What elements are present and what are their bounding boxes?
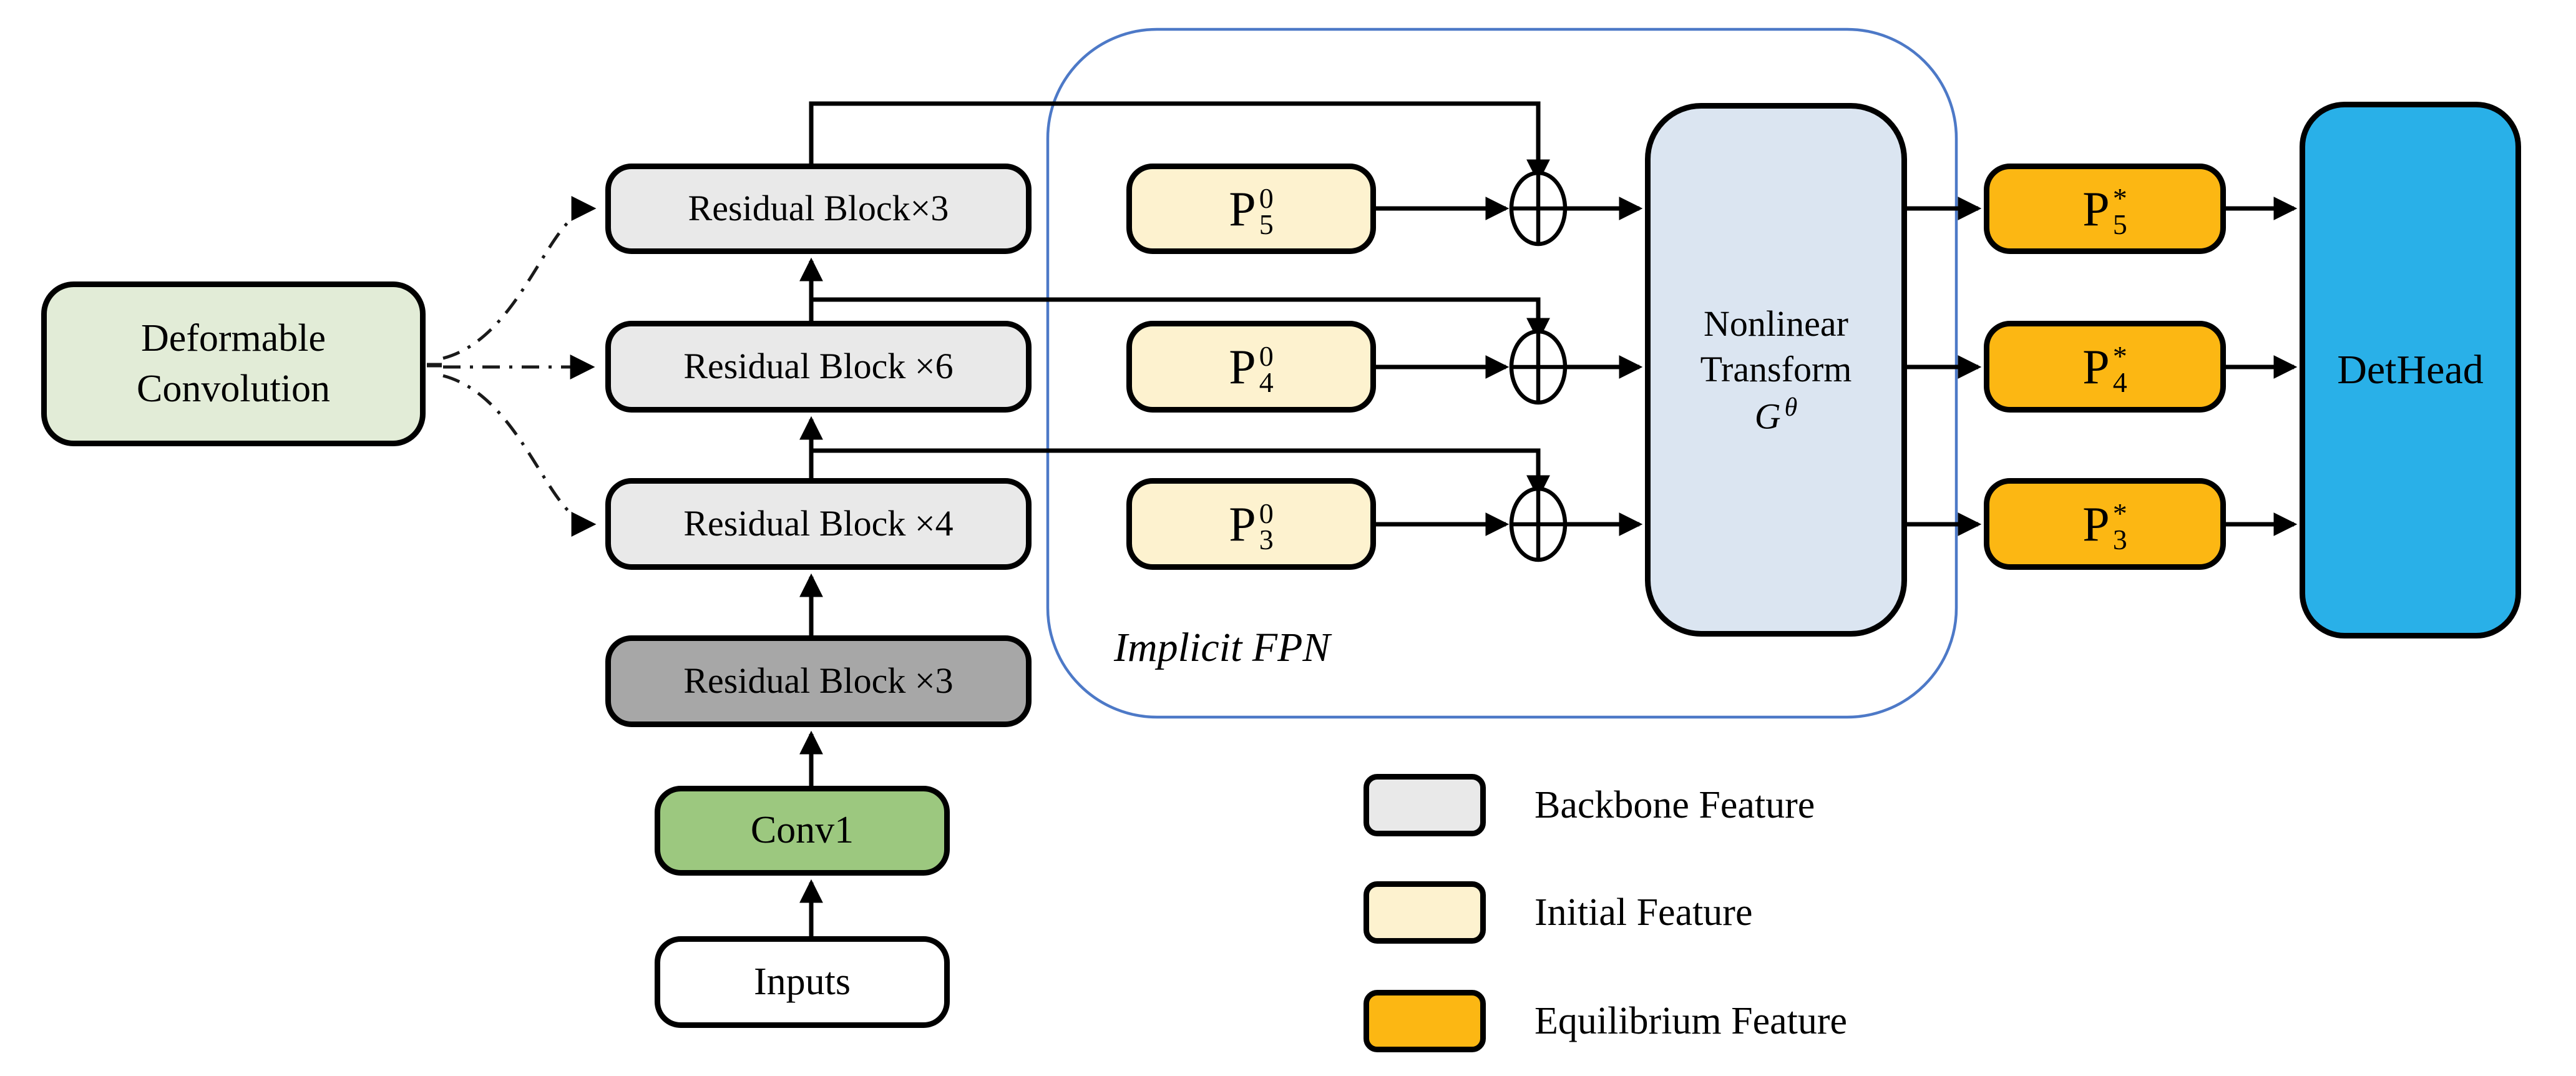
residual-block-x3-dark-box: Residual Block ×3: [605, 635, 1032, 727]
add5-cross: [1511, 173, 1565, 244]
add4-cross: [1511, 331, 1565, 403]
p4-eq-sub: 4: [2112, 366, 2127, 398]
p4-initial-sup: 0: [1259, 340, 1274, 373]
residual-block-x6-box: Residual Block ×6: [605, 321, 1032, 413]
dashdot-arrow-to-resblock4: [442, 374, 597, 537]
g-symbol: G: [1754, 396, 1781, 437]
p3-initial-scripts: 0 3: [1259, 497, 1274, 555]
p4-eq-scripts: * 4: [2112, 340, 2127, 398]
p3-initial-feature-box: P 0 3: [1126, 478, 1376, 570]
arrow-c3-to-add3: [811, 448, 1550, 499]
arrow-c4-to-add4: [811, 297, 1550, 342]
legend-label-equilibrium: Equilibrium Feature: [1534, 999, 1848, 1042]
add3-cross: [1511, 489, 1565, 560]
implicit-fpn-region-label: Implicit FPN: [1114, 625, 1330, 670]
p3-eq-base: P: [2082, 496, 2110, 551]
legend-item-equilibrium-feature: Equilibrium Feature: [1364, 990, 1847, 1052]
p5-initial-scripts: 0 5: [1259, 182, 1274, 240]
nonlinear-transform-line1: Nonlinear: [1704, 303, 1848, 345]
p4-equilibrium-feature-box: P * 4: [1984, 321, 2226, 413]
legend-swatch-equilibrium: [1364, 990, 1486, 1052]
arrow-c5-to-add5: [809, 101, 1550, 183]
implicit-fpn-region-border: [1046, 27, 1958, 719]
dethead-label: DetHead: [2337, 347, 2484, 393]
p4-initial-scripts: 0 4: [1259, 340, 1274, 398]
inputs-box: Inputs: [655, 936, 950, 1028]
p3-equilibrium-feature-box: P * 3: [1984, 478, 2226, 570]
legend-label-backbone: Backbone Feature: [1534, 783, 1815, 826]
residual-block-x6-label: Residual Block ×6: [683, 346, 954, 387]
p5-initial-sup: 0: [1259, 182, 1274, 215]
conv1-box: Conv1: [655, 786, 950, 876]
p5-eq-scripts: * 5: [2112, 182, 2127, 240]
deformable-conv-dashdot-arrows: [427, 196, 597, 537]
dethead-box: DetHead: [2300, 102, 2521, 638]
p4-initial-sub: 4: [1259, 366, 1274, 398]
inputs-label: Inputs: [754, 960, 851, 1003]
p3-eq-sub: 3: [2112, 523, 2127, 555]
p3-initial-base: P: [1229, 496, 1256, 551]
residual-block-x3-top-box: Residual Block×3: [605, 164, 1032, 254]
p5-eq-sub: 5: [2112, 208, 2127, 240]
residual-block-x3-dark-label: Residual Block ×3: [683, 660, 954, 702]
p4-eq-base: P: [2082, 339, 2110, 394]
p5-initial-feature-box: P 0 5: [1126, 164, 1376, 254]
p3-initial-sup: 0: [1259, 497, 1274, 530]
p4-initial-base: P: [1229, 339, 1256, 394]
p5-initial-sub: 5: [1259, 208, 1274, 240]
p5-eq-sup: *: [2112, 182, 2127, 215]
p4-eq-sup: *: [2112, 340, 2127, 373]
p3-initial-sub: 3: [1259, 523, 1274, 555]
legend-item-initial-feature: Initial Feature: [1364, 881, 1752, 944]
add-nodes: [1509, 170, 1568, 562]
legend-swatch-backbone: [1364, 774, 1486, 836]
legend-swatch-initial: [1364, 881, 1486, 944]
residual-block-x3-top-label: Residual Block×3: [688, 188, 949, 229]
backbone-spine-arrows: [799, 101, 2298, 936]
legend-label-initial: Initial Feature: [1534, 891, 1753, 934]
deformable-convolution-label: Deformable Convolution: [136, 317, 331, 410]
p5-equilibrium-feature-box: P * 5: [1984, 164, 2226, 254]
p5-initial-base: P: [1229, 181, 1256, 236]
p3-eq-scripts: * 3: [2112, 497, 2127, 555]
theta-superscript: θ: [1784, 393, 1798, 423]
nonlinear-transform-line2: Transform: [1700, 348, 1852, 389]
legend-item-backbone-feature: Backbone Feature: [1364, 774, 1815, 836]
deformable-convolution-box: Deformable Convolution: [41, 281, 426, 446]
residual-block-x4-box: Residual Block ×4: [605, 478, 1032, 570]
p5-eq-base: P: [2082, 181, 2110, 236]
conv1-label: Conv1: [750, 809, 854, 852]
p4-initial-feature-box: P 0 4: [1126, 321, 1376, 413]
residual-block-x4-label: Residual Block ×4: [683, 503, 954, 544]
p3-eq-sup: *: [2112, 497, 2127, 530]
dashdot-arrow-to-resblock3: [442, 196, 597, 360]
